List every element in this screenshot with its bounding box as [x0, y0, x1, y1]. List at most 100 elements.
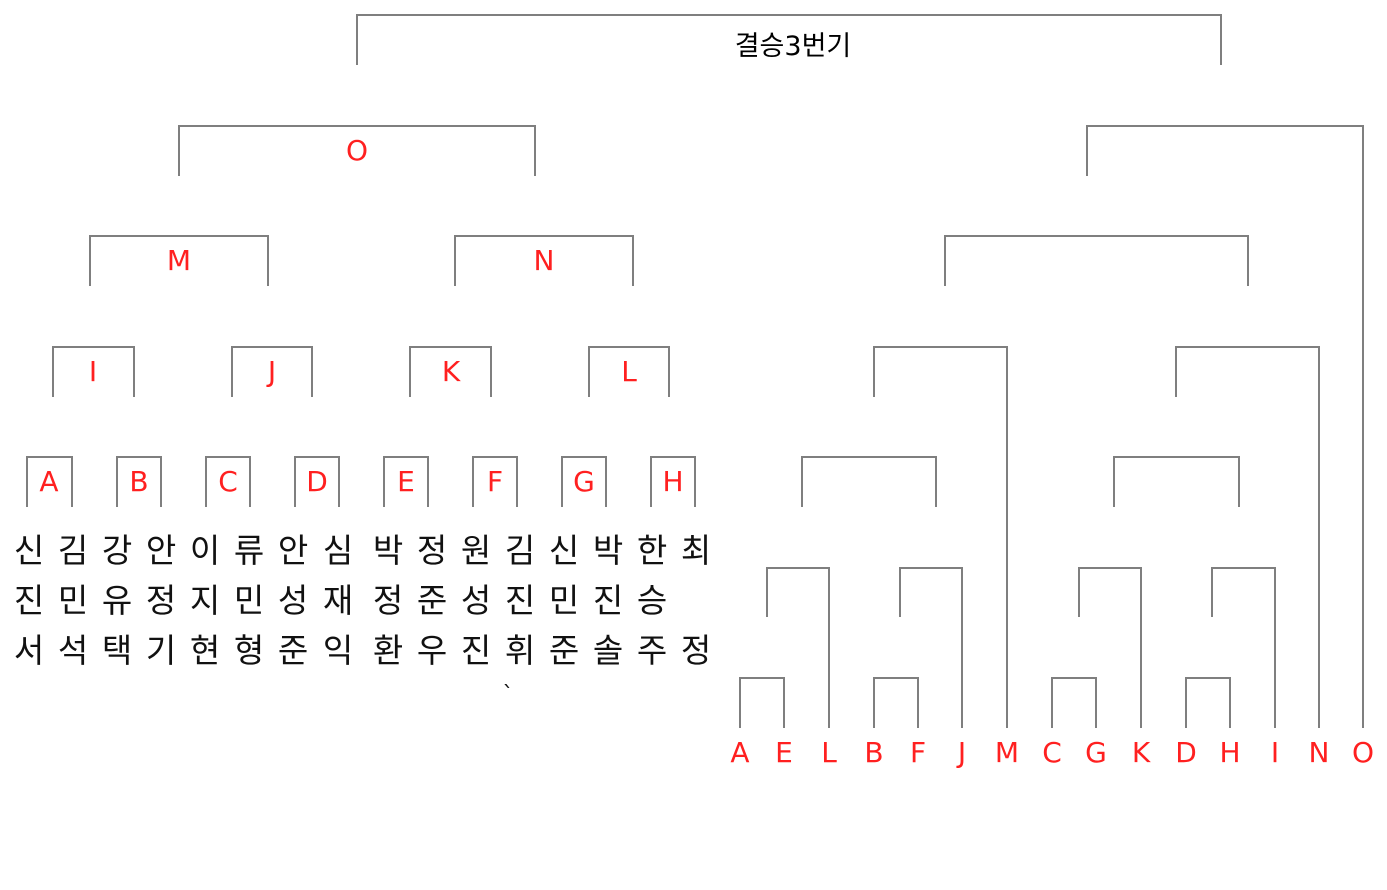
- name-char: 기: [146, 631, 176, 670]
- leaf-label-f: F: [487, 465, 503, 498]
- name-char: 정: [373, 581, 403, 620]
- name-char: 안: [146, 531, 176, 570]
- dendro-link-bf: [873, 677, 919, 728]
- node-label-l: L: [621, 355, 637, 388]
- leaf-bracket-c: [205, 456, 251, 507]
- dendro-link-ae: [739, 677, 785, 728]
- name-char: 원: [461, 531, 491, 570]
- dendro-link-dh: [1185, 677, 1231, 728]
- dendro-link-m: [873, 346, 1008, 728]
- name-char: 한: [637, 531, 667, 570]
- name-char: 주: [637, 631, 667, 670]
- leaf-bracket-e: [383, 456, 429, 507]
- name-char: 석: [58, 631, 88, 670]
- name-char: 류: [234, 531, 264, 570]
- name-char: 재: [323, 581, 353, 620]
- final-bracket: [356, 14, 1222, 65]
- r16-bracket-l: [588, 346, 670, 397]
- leaf-label-c: C: [218, 465, 238, 498]
- dendro-leaf-c: C: [1042, 736, 1062, 769]
- node-label-o: O: [346, 134, 368, 167]
- dendro-link-dhi: [1211, 567, 1276, 728]
- player-names: 신 진 서 김 민 석 강 유 택 안 정 기 이 지 현 류 민 형 안 성 …: [14, 531, 711, 708]
- right-dendrogram: A E L B F J M C G K D H I N O: [730, 125, 1374, 769]
- dendro-link-ael: [766, 567, 830, 728]
- name-char: 환: [373, 631, 403, 670]
- name-char: 민: [58, 581, 88, 620]
- dendro-link-mn: [944, 235, 1249, 286]
- r16-bracket-k: [409, 346, 492, 397]
- name-char: 준: [549, 631, 579, 670]
- leaf-bracket-g: [561, 456, 607, 507]
- dendro-link-cg: [1051, 677, 1097, 728]
- name-char: 성: [461, 581, 491, 620]
- dendro-link-cgk: [1078, 567, 1142, 728]
- node-label-i: I: [89, 355, 97, 388]
- node-label-n: N: [534, 244, 555, 277]
- name-char: 민: [234, 581, 264, 620]
- dendro-leaf-k: K: [1132, 736, 1151, 769]
- leaf-bracket-b: [116, 456, 162, 507]
- leaf-bracket-f: [472, 456, 518, 507]
- name-char: 강: [102, 531, 132, 570]
- name-char: 민: [549, 581, 579, 620]
- semi-bracket-o: [178, 125, 536, 176]
- name-char: 준: [417, 581, 447, 620]
- name-char: 심: [323, 531, 353, 570]
- name-char: 형: [234, 631, 264, 670]
- dendro-leaf-i: I: [1271, 736, 1279, 769]
- name-char: 택: [102, 631, 132, 670]
- dendro-leaf-f: F: [910, 736, 926, 769]
- leaf-bracket-a: [26, 456, 73, 507]
- name-char: 현: [190, 631, 220, 670]
- name-char: 솔: [593, 631, 623, 670]
- leaf-bracket-h: [650, 456, 696, 507]
- dendro-link-cgk-dhi: [1113, 456, 1240, 507]
- leaf-bracket-d: [294, 456, 340, 507]
- quarter-bracket-n: [454, 235, 634, 286]
- dendro-leaf-g: G: [1085, 736, 1107, 769]
- name-char: 정: [417, 531, 447, 570]
- dendro-leaf-a: A: [730, 736, 749, 769]
- name-char: 정: [146, 581, 176, 620]
- r16-bracket-i: [52, 346, 135, 397]
- dendro-leaf-d: D: [1175, 736, 1197, 769]
- name-char: 지: [190, 581, 220, 620]
- dendro-leaf-l: L: [821, 736, 837, 769]
- leaf-label-h: H: [662, 465, 683, 498]
- name-char: 진: [461, 631, 491, 670]
- dendro-leaf-n: N: [1309, 736, 1330, 769]
- leaf-label-e: E: [397, 465, 415, 498]
- node-label-j: J: [266, 355, 276, 388]
- r16-bracket-j: [231, 346, 313, 397]
- dendro-link-n: [1175, 346, 1320, 728]
- dendro-leaf-o: O: [1352, 736, 1374, 769]
- name-char: 이: [190, 531, 220, 570]
- dendro-leaf-m: M: [995, 736, 1019, 769]
- name-char: 준: [278, 631, 308, 670]
- leaf-label-b: B: [129, 465, 148, 498]
- dendro-leaf-b: B: [864, 736, 883, 769]
- name-char: 최: [681, 531, 711, 570]
- name-char: 성: [278, 581, 308, 620]
- final-label: 결승3번기: [735, 31, 852, 62]
- name-char: 진: [505, 581, 535, 620]
- node-label-m: M: [167, 244, 191, 277]
- name-char: 익: [323, 631, 353, 670]
- name-char: 박: [373, 531, 403, 570]
- name-char: 우: [417, 631, 447, 670]
- quarter-bracket-m: [89, 235, 269, 286]
- dendro-leaf-j: J: [956, 736, 966, 769]
- dendro-link-o: [1086, 125, 1364, 728]
- name-char: 박: [593, 531, 623, 570]
- node-label-k: K: [442, 355, 461, 388]
- stray-mark: `: [503, 683, 514, 708]
- name-char: 승: [637, 581, 667, 620]
- name-char: 김: [505, 531, 535, 570]
- leaf-label-d: D: [306, 465, 328, 498]
- dendro-link-bfj: [899, 567, 963, 728]
- dendro-leaf-h: H: [1219, 736, 1240, 769]
- name-char: 휘: [505, 631, 535, 670]
- name-char: 진: [593, 581, 623, 620]
